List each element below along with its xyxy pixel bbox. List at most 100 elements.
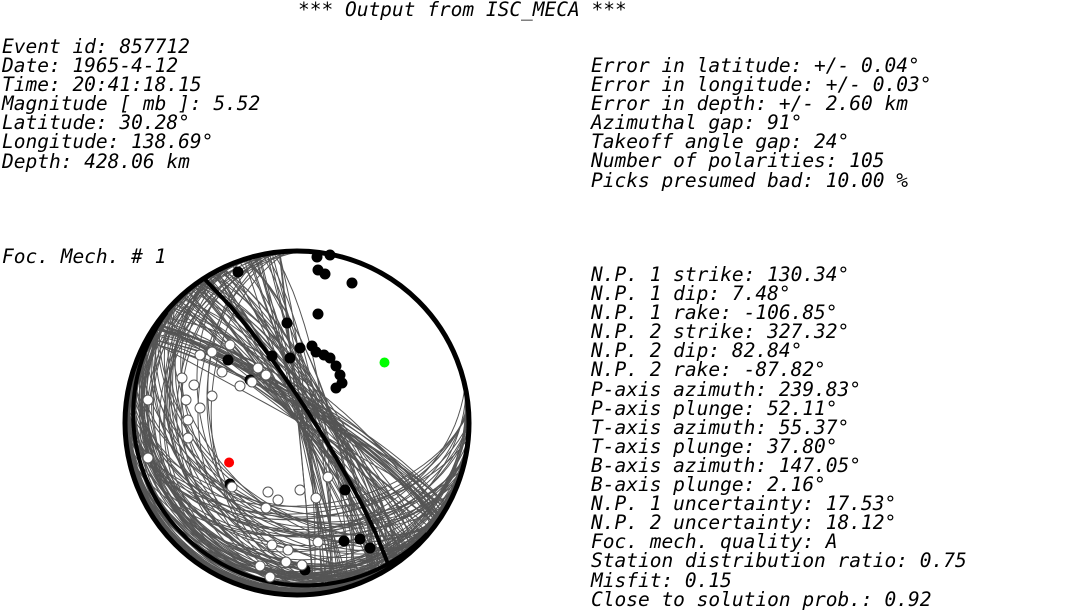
- mechanism-param-line: N.P. 1 rake: -106.85°: [591, 301, 838, 325]
- compression-station: [324, 352, 336, 364]
- uncertainty-plane-1: [157, 322, 436, 537]
- event-info-line: Latitude: 30.28°: [2, 111, 190, 135]
- dilatation-station: [310, 492, 322, 504]
- dilatation-station: [182, 432, 194, 444]
- dilatation-station: [234, 380, 246, 392]
- uncertainty-plane-1: [127, 396, 467, 561]
- mechanism-param-line: P-axis plunge: 52.11°: [591, 396, 838, 420]
- dilatation-station: [246, 376, 258, 388]
- uncertainty-plane-2: [162, 316, 432, 530]
- uncertainty-plane-2: [182, 294, 412, 551]
- compression-station: [339, 484, 351, 496]
- dilatation-station: [224, 339, 236, 351]
- uncertainty-plane-1: [164, 253, 322, 593]
- event-info-line: Time: 20:41:18.15: [2, 73, 202, 97]
- mechanism-param-line: N.P. 2 rake: -87.82°: [591, 358, 826, 382]
- mechanism-param-line: N.P. 1 uncertainty: 17.53°: [591, 492, 897, 516]
- mechanism-param-line: Misfit: 0.15: [591, 568, 732, 592]
- uncertainty-plane-1: [143, 322, 437, 566]
- principal-axes: [224, 357, 390, 468]
- event-info-line: Longitude: 138.69°: [2, 130, 214, 154]
- uncertainty-plane-2: [245, 259, 353, 587]
- mechanism-param-line: T-axis azimuth: 55.37°: [591, 415, 850, 439]
- dilatation-station: [206, 346, 218, 358]
- dilatation-station: [180, 394, 192, 406]
- uncertainty-plane-1: [145, 342, 449, 529]
- error-info-line: Number of polarities: 105: [591, 149, 885, 173]
- uncertainty-plane-2: [269, 254, 325, 592]
- page-title: *** Output from ISC_MECA ***: [298, 0, 627, 21]
- p-axis-marker: [224, 457, 235, 468]
- event-info-line: Magnitude [ mb ]: 5.52: [2, 92, 261, 116]
- compression-station: [281, 317, 293, 329]
- uncertainty-plane-2: [194, 285, 400, 561]
- compression-station: [330, 360, 342, 372]
- dilatation-station: [142, 394, 154, 406]
- dilatation-station: [266, 539, 278, 551]
- dilatation-station: [260, 502, 272, 514]
- mechanism-param-line: Foc. mech. quality: A: [591, 530, 838, 554]
- uncertainty-plane-1: [126, 413, 468, 592]
- compression-station: [294, 342, 306, 354]
- nodal-plane-1: [131, 311, 429, 588]
- event-info-line: Date: 1965-4-12: [2, 54, 179, 78]
- uncertainty-plane-1: [140, 311, 428, 576]
- error-info-line: Error in longitude: +/- 0.03°: [591, 73, 932, 97]
- compression-station: [324, 249, 336, 261]
- mechanism-param-line: N.P. 2 strike: 327.32°: [591, 320, 850, 344]
- error-info-line: Takeoff angle gap: 24°: [591, 130, 850, 154]
- uncertainty-plane-1: [150, 324, 437, 552]
- dilatation-station: [226, 481, 238, 493]
- uncertainty-plane-2: [177, 299, 417, 546]
- dilatation-station: [176, 372, 188, 384]
- t-axis-marker: [379, 357, 390, 368]
- mechanism-param-line: Station distribution ratio: 0.75: [591, 549, 967, 573]
- nodal-plane-2: [203, 277, 392, 568]
- compression-station: [312, 308, 324, 320]
- compression-station: [354, 533, 366, 545]
- mechanism-param-line: Close to solution prob.: 0.92: [591, 587, 932, 611]
- uncertainty-plane-2: [153, 329, 441, 517]
- beachball-outline: [122, 248, 472, 598]
- uncertainty-plane-2: [156, 324, 438, 522]
- dilatation-station: [322, 471, 334, 483]
- mechanism-param-line: N.P. 1 strike: 130.34°: [591, 263, 850, 286]
- uncertainty-plane-2: [193, 286, 402, 560]
- dilatation-station: [296, 559, 308, 571]
- dilatation-station: [216, 366, 228, 378]
- dilatation-station: [252, 362, 264, 374]
- dilatation-station: [280, 556, 292, 568]
- uncertainty-plane-1: [153, 312, 429, 558]
- dilatation-station: [262, 486, 274, 498]
- dilatation-station: [194, 402, 206, 414]
- dilatation-station: [282, 544, 294, 556]
- mechanism-param-line: N.P. 1 dip: 7.48°: [591, 282, 791, 306]
- mechanism-params-block: N.P. 1 strike: 130.34°N.P. 1 dip: 7.48°N…: [591, 265, 967, 609]
- error-info-block: Error in latitude: +/- 0.04°Error in lon…: [591, 56, 931, 190]
- dilatation-station: [254, 560, 266, 572]
- error-info-line: Azimuthal gap: 91°: [591, 111, 803, 135]
- mechanism-param-line: B-axis plunge: 2.16°: [591, 473, 826, 497]
- event-info-line: Event id: 857712: [2, 35, 190, 58]
- compression-station: [232, 266, 244, 278]
- error-info-line: Error in latitude: +/- 0.04°: [591, 54, 920, 77]
- uncertainty-plane-1: [159, 320, 434, 537]
- dilatation-station: [312, 536, 324, 548]
- event-info-line: Depth: 428.06 km: [2, 149, 190, 173]
- mechanism-param-line: T-axis plunge: 37.80°: [591, 434, 838, 458]
- mechanism-param-line: B-axis azimuth: 147.05°: [591, 453, 862, 477]
- mechanism-param-line: N.P. 2 dip: 82.84°: [591, 339, 803, 363]
- uncertainty-plane-2: [222, 268, 372, 578]
- mechanism-param-line: N.P. 2 uncertainty: 18.12°: [591, 511, 897, 535]
- compression-station: [222, 354, 234, 366]
- dilatation-station: [142, 452, 154, 464]
- mechanism-param-line: P-axis azimuth: 239.83°: [591, 377, 862, 401]
- compression-station: [319, 268, 331, 280]
- error-info-line: Error in depth: +/- 2.60 km: [591, 92, 908, 116]
- uncertainty-plane-2: [273, 253, 331, 593]
- compression-station: [311, 251, 323, 263]
- compression-station: [284, 352, 296, 364]
- dilatation-station: [188, 379, 200, 391]
- dilatation-station: [294, 484, 306, 496]
